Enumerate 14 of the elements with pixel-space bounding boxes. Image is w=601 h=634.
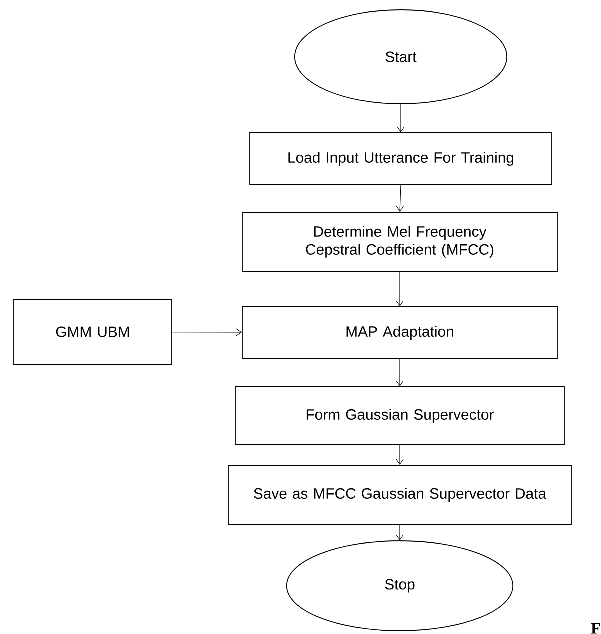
figure-label: F bbox=[591, 623, 600, 634]
arrow bbox=[396, 445, 404, 466]
process-box: Form Gaussian Supervector bbox=[235, 386, 565, 446]
process-box: Load Input Utterance For Training bbox=[250, 132, 552, 186]
arrow bbox=[396, 524, 404, 541]
process-box: GMM UBM bbox=[14, 299, 172, 365]
process-box: Save as MFCC Gaussian Supervector Data bbox=[228, 465, 572, 525]
process-box: Determine Mel Frequency Cepstral Coefficient (MFCC) bbox=[242, 212, 558, 272]
arrow bbox=[396, 359, 404, 387]
process-box: MAP Adaptation bbox=[242, 306, 558, 360]
arrow bbox=[397, 104, 405, 133]
arrow bbox=[172, 328, 242, 336]
arrow bbox=[396, 272, 404, 307]
arrow bbox=[396, 185, 404, 212]
